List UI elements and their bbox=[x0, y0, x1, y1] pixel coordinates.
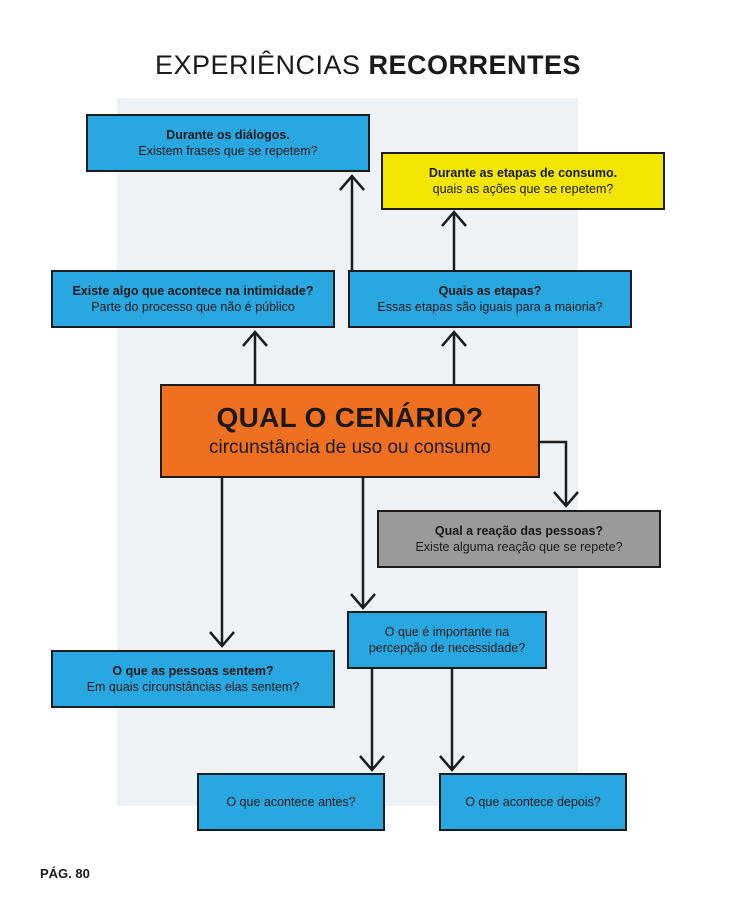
box-intimidade-subtitle: Parte do processo que não é público bbox=[91, 300, 295, 314]
arrow-to-sentem bbox=[209, 478, 235, 648]
arrow-to-intimidade bbox=[242, 330, 268, 384]
title-light: EXPERIÊNCIAS bbox=[154, 50, 361, 80]
box-dialogos-title: Durante os diálogos. bbox=[166, 128, 290, 142]
box-importante-text: O que é importante na percepção de neces… bbox=[368, 625, 526, 655]
arrow-to-depois bbox=[439, 668, 465, 772]
box-dialogos: Durante os diálogos. Existem frases que … bbox=[86, 114, 370, 172]
box-etapas: Quais as etapas? Essas etapas são iguais… bbox=[348, 270, 632, 328]
box-importante: O que é importante na percepção de neces… bbox=[347, 611, 547, 669]
box-consumo: Durante as etapas de consumo. quais as a… bbox=[381, 152, 665, 210]
box-reacao-title: Qual a reação das pessoas? bbox=[434, 524, 604, 538]
arrow-to-dialogos bbox=[339, 174, 365, 270]
arrow-to-etapas bbox=[441, 330, 467, 384]
box-reacao: Qual a reação das pessoas? Existe alguma… bbox=[377, 510, 661, 568]
box-depois-text: O que acontece depois? bbox=[465, 795, 601, 809]
arrow-to-consumo bbox=[441, 210, 467, 270]
box-reacao-subtitle: Existe alguma reação que se repete? bbox=[415, 540, 623, 554]
box-consumo-title: Durante as etapas de consumo. bbox=[428, 166, 618, 180]
arrow-to-antes bbox=[359, 668, 385, 772]
box-intimidade: Existe algo que acontece na intimidade? … bbox=[51, 270, 335, 328]
arrow-to-importante bbox=[350, 478, 376, 610]
page-number: PÁG. 80 bbox=[40, 866, 90, 881]
box-consumo-subtitle: quais as ações que se repetem? bbox=[432, 182, 614, 196]
box-etapas-subtitle: Essas etapas são iguais para a maioria? bbox=[377, 300, 603, 314]
box-sentem-title: O que as pessoas sentem? bbox=[112, 664, 274, 678]
box-intimidade-title: Existe algo que acontece na intimidade? bbox=[72, 284, 314, 298]
arrow-to-reacao bbox=[539, 440, 579, 508]
box-cenario-subtitle: circunstância de uso ou consumo bbox=[209, 437, 491, 458]
box-sentem-subtitle: Em quais circunstâncias elas sentem? bbox=[86, 680, 300, 694]
box-dialogos-subtitle: Existem frases que se repetem? bbox=[138, 144, 318, 158]
box-etapas-title: Quais as etapas? bbox=[438, 284, 542, 298]
box-cenario-title: QUAL O CENÁRIO? bbox=[216, 402, 484, 433]
title-bold: RECORRENTES bbox=[368, 50, 582, 80]
page-title: EXPERIÊNCIAS RECORRENTES bbox=[0, 50, 736, 81]
box-antes: O que acontece antes? bbox=[197, 773, 385, 831]
box-depois: O que acontece depois? bbox=[439, 773, 627, 831]
box-cenario: QUAL O CENÁRIO? circunstância de uso ou … bbox=[160, 384, 540, 478]
box-antes-text: O que acontece antes? bbox=[226, 795, 356, 809]
box-sentem: O que as pessoas sentem? Em quais circun… bbox=[51, 650, 335, 708]
